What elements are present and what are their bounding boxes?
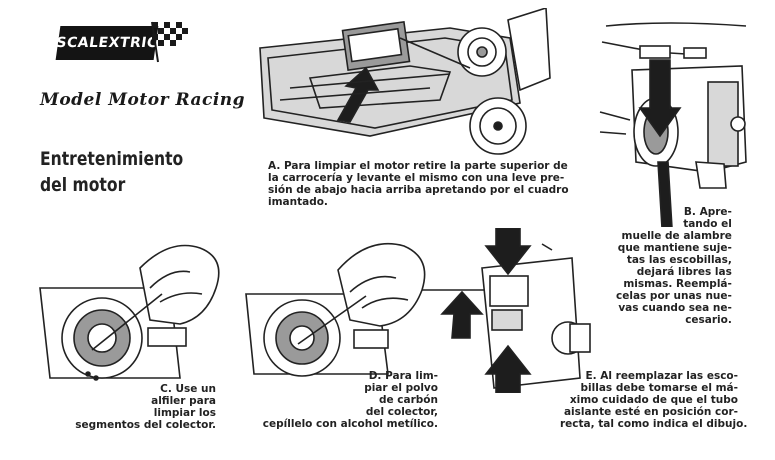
- caption-e-line: E. Al reemplazar las esco-: [585, 370, 738, 382]
- caption-a-line: la carrocería y levante el mismo con una…: [268, 172, 565, 184]
- caption-c: C. Use un alfiler para limpiar los segme…: [22, 383, 216, 431]
- caption-e-line: billas debe tomarse el má-: [580, 382, 738, 394]
- caption-e-line: recta, tal como indica el dibujo.: [560, 418, 748, 430]
- heading-line-2: del motor: [40, 174, 126, 196]
- heading-line-1: Entretenimiento: [40, 148, 184, 170]
- page-heading: Entretenimiento del motor: [40, 146, 183, 198]
- caption-b-line: cesario.: [685, 314, 732, 326]
- caption-b-line: muelle de alambre: [621, 230, 732, 242]
- caption-d-line: D. Para lim-: [368, 370, 438, 382]
- illustration-a-car-chassis: [259, 8, 551, 155]
- caption-b-line: celas por unas nue-: [616, 290, 732, 302]
- caption-a-line: sión de abajo hacia arriba apretando por…: [268, 184, 569, 196]
- caption-a-line: imantado.: [268, 196, 328, 208]
- caption-b: B. Apre- tando el muelle de alambre que …: [616, 206, 732, 326]
- illustration-c-hand-pin: [39, 244, 220, 381]
- caption-b-line: B. Apre-: [683, 206, 732, 218]
- caption-e: E. Al reemplazar las esco- billas debe t…: [560, 370, 748, 430]
- caption-d: D. Para lim- piar el polvo de carbón del…: [258, 370, 438, 430]
- caption-b-line: dejará libres las: [636, 266, 732, 278]
- caption-b-line: que mantiene suje-: [617, 242, 732, 254]
- caption-d-line: de carbón: [379, 394, 438, 406]
- subtitle: Model Motor Racing: [40, 90, 246, 110]
- caption-c-line: limpiar los: [153, 407, 216, 419]
- caption-b-line: mismas. Reemplá-: [623, 278, 732, 290]
- caption-e-line: aislante esté en posición cor-: [563, 406, 738, 418]
- caption-c-line: segmentos del colector.: [75, 419, 216, 431]
- caption-c-line: C. Use un: [160, 383, 216, 395]
- caption-c-line: alfiler para: [151, 395, 216, 407]
- caption-a-line: A. Para limpiar el motor retire la parte…: [268, 160, 568, 172]
- caption-b-line: vas cuando sea ne-: [618, 302, 732, 314]
- caption-a: A. Para limpiar el motor retire la parte…: [268, 160, 569, 208]
- logo-text: SCALEXTRIC: [55, 35, 159, 51]
- caption-e-line: ximo cuidado de que el tubo: [569, 394, 738, 406]
- illustration-d-hand-brush: [245, 242, 426, 377]
- illustration-e-brush-tube: [422, 228, 591, 393]
- caption-d-line: cepíllelo con alcohol metílico.: [262, 418, 438, 430]
- caption-b-line: tando el: [683, 218, 732, 230]
- scalextric-logo: SCALEXTRIC: [55, 26, 159, 60]
- checkered-flag-icon: [151, 21, 188, 63]
- illustration-b-brush-holder: [599, 22, 747, 227]
- caption-d-line: del colector,: [365, 406, 438, 418]
- caption-d-line: piar el polvo: [364, 382, 438, 394]
- caption-b-line: tas las escobillas,: [626, 254, 732, 266]
